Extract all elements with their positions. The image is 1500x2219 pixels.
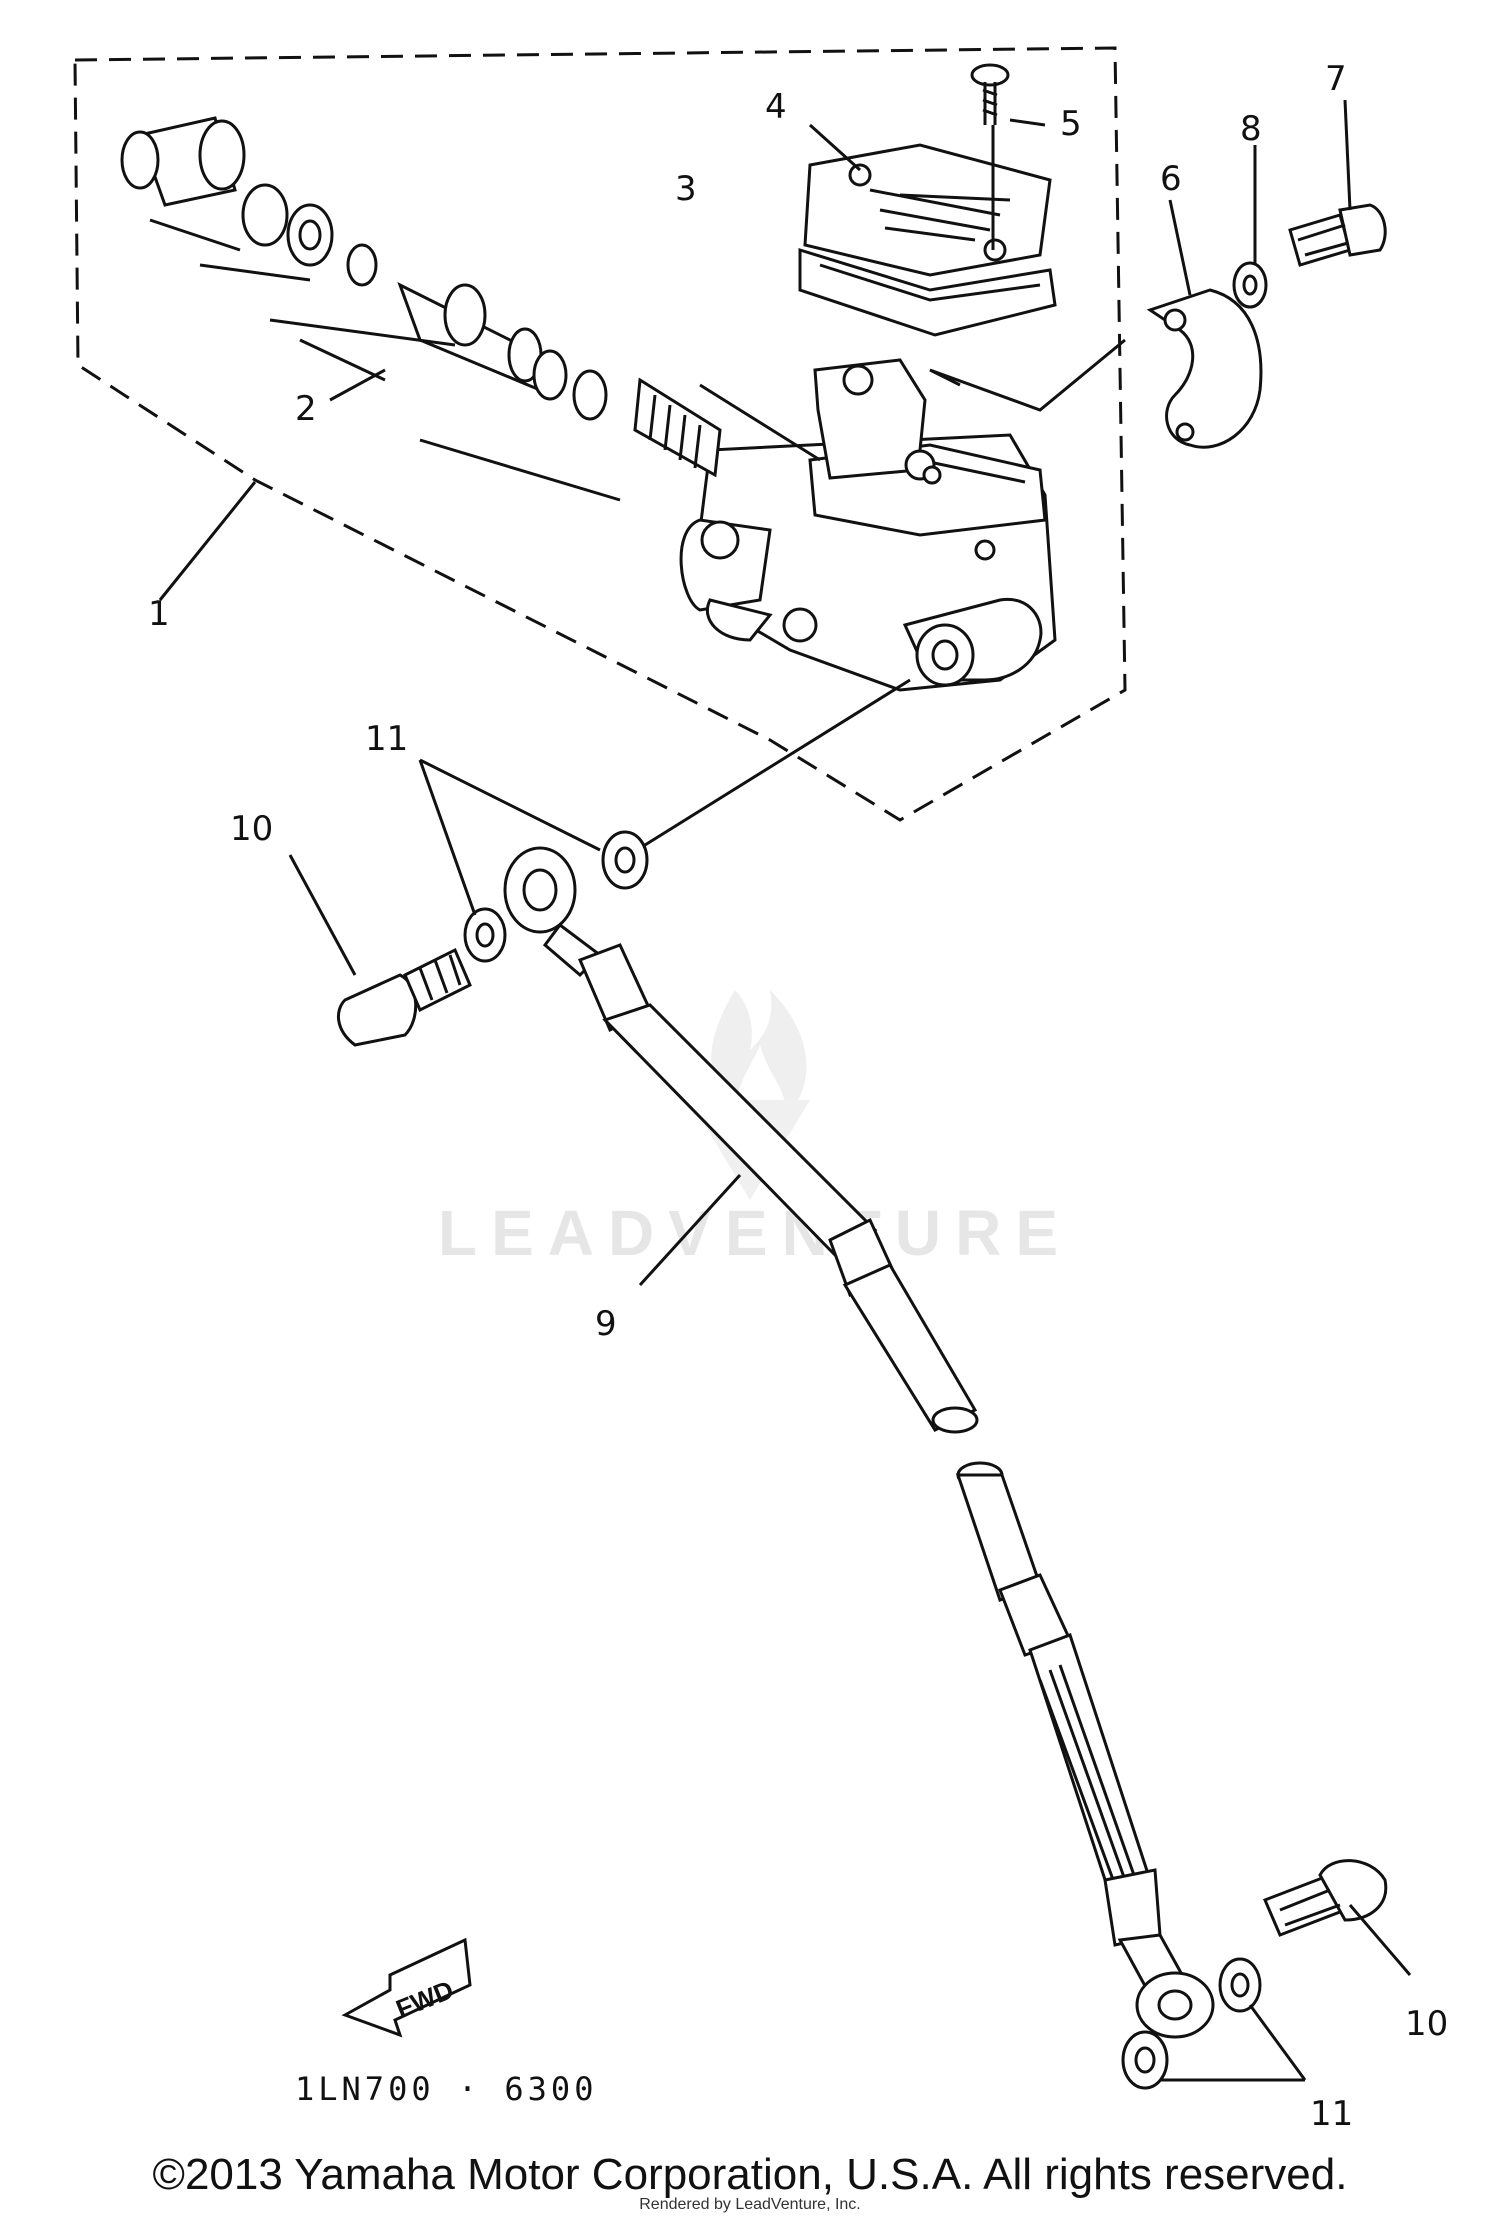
brake-hose xyxy=(503,846,1215,2039)
callout-7: 7 xyxy=(1325,59,1347,99)
callouts: 1 2 3 4 5 6 7 8 9 10 11 10 11 xyxy=(148,59,1448,2134)
bolt-part-7 xyxy=(1288,203,1387,267)
watermark: LEADVENTURE xyxy=(438,990,1072,1269)
callout-1: 1 xyxy=(148,594,170,634)
reference-code: 1LN700 · 6300 xyxy=(295,2070,597,2108)
screw-part-5 xyxy=(970,63,1010,250)
callout-3: 3 xyxy=(675,169,697,209)
callout-10-lower: 10 xyxy=(1405,2004,1448,2044)
callout-9: 9 xyxy=(595,1304,617,1344)
callout-5: 5 xyxy=(1060,104,1082,144)
rendered-by-credit: Rendered by LeadVenture, Inc. xyxy=(639,2196,861,2213)
master-cylinder-body xyxy=(679,358,1057,692)
callout-6: 6 xyxy=(1160,159,1182,199)
callout-4: 4 xyxy=(765,87,787,127)
callout-10-upper: 10 xyxy=(230,809,273,849)
assembly-outline xyxy=(73,46,1127,822)
callout-11-lower: 11 xyxy=(1310,2094,1353,2134)
piston-kit xyxy=(120,116,722,502)
washers-part-11 xyxy=(463,830,1262,2090)
holder-part-6 xyxy=(929,288,1263,449)
leader-lines xyxy=(158,99,1412,2082)
banjo-bolt-upper xyxy=(336,947,472,1047)
callout-8: 8 xyxy=(1240,109,1262,149)
fwd-arrow-icon: FWD xyxy=(341,1937,472,2038)
reservoir-cap xyxy=(798,143,1057,337)
callout-2: 2 xyxy=(295,389,317,429)
copyright-notice: ©2013 Yamaha Motor Corporation, U.S.A. A… xyxy=(152,2150,1348,2199)
watermark-text: LEADVENTURE xyxy=(438,1197,1072,1269)
banjo-bolt-lower xyxy=(1263,1859,1388,1937)
callout-11-upper: 11 xyxy=(365,719,408,759)
washer-part-8 xyxy=(1232,261,1268,309)
